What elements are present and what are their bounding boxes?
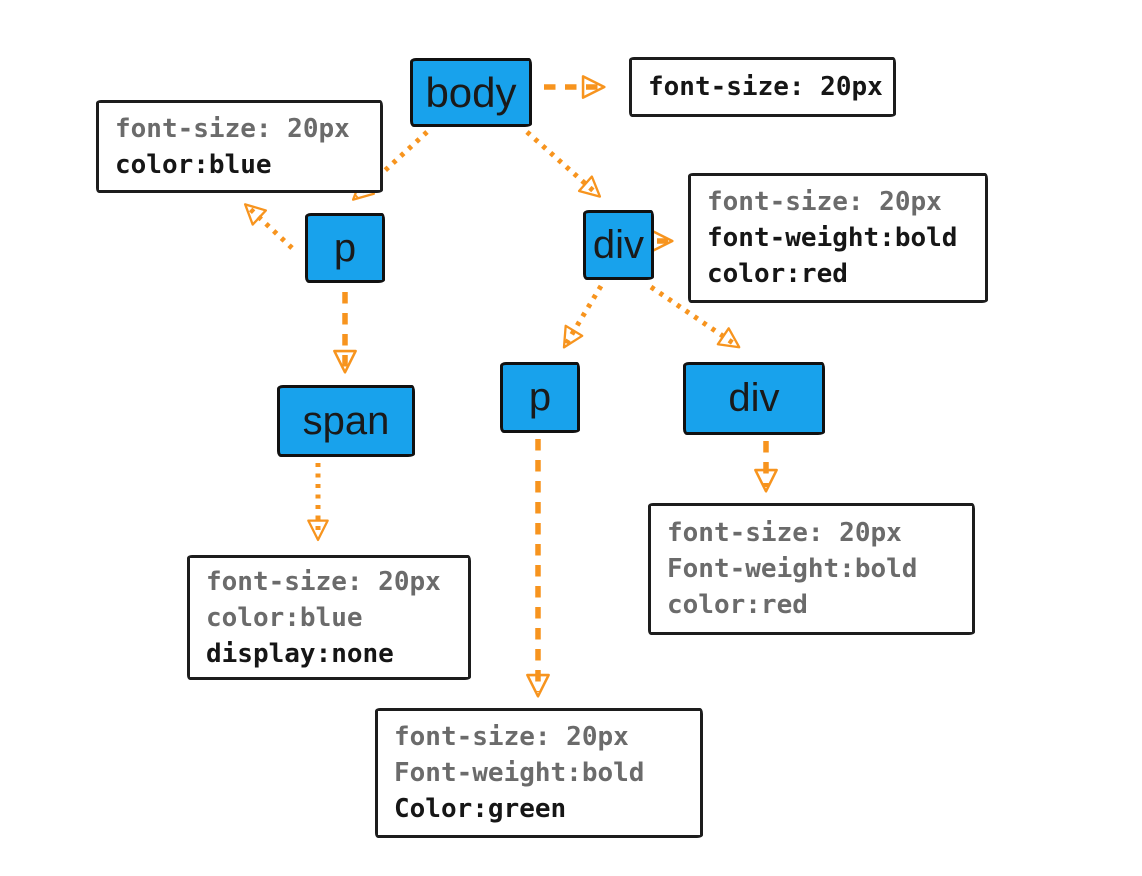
css-rule-line: color:red (667, 590, 808, 620)
css-rule-line: font-size: 20px (667, 518, 902, 548)
css-rule-line: color:blue (206, 602, 363, 633)
css-rule-line: font-size: 20px (648, 72, 883, 102)
css-rule-line: font-size: 20px (206, 566, 441, 597)
css-rule-line: color:blue (115, 149, 272, 180)
rule-box-span: font-size: 20px color:blue display:none (187, 555, 471, 680)
css-rule-line: font-size: 20px (394, 722, 629, 752)
rule-box-body: font-size: 20px (629, 57, 896, 117)
node-span: span (277, 385, 415, 457)
rule-box-p-child: font-size: 20px Font-weight:bold Color:g… (375, 708, 703, 838)
node-p-left: p (305, 213, 385, 283)
node-div-child: div (683, 362, 825, 435)
css-rule-line: font-size: 20px (707, 187, 942, 217)
css-rule-line: font-weight:bold (707, 223, 958, 253)
arrow-p-to-rule (243, 203, 294, 250)
css-rule-line: display:none (206, 638, 394, 669)
css-rule-line: Font-weight:bold (667, 554, 918, 584)
css-rule-line: font-size: 20px (115, 113, 350, 144)
node-body: body (410, 58, 532, 127)
rule-box-p-left: font-size: 20px color:blue (96, 100, 383, 193)
node-p-child: p (500, 362, 580, 433)
css-rule-line: Font-weight:bold (394, 758, 645, 788)
rule-box-div-right: font-size: 20px font-weight:bold color:r… (688, 173, 988, 303)
rule-box-div-child: font-size: 20px Font-weight:bold color:r… (648, 503, 975, 635)
arrow-body-to-div (525, 130, 602, 198)
css-rule-line: Color:green (394, 794, 567, 824)
arrow-div-to-p-child (562, 284, 604, 349)
css-rule-line: color:red (707, 259, 848, 289)
node-div-right: div (583, 210, 654, 280)
